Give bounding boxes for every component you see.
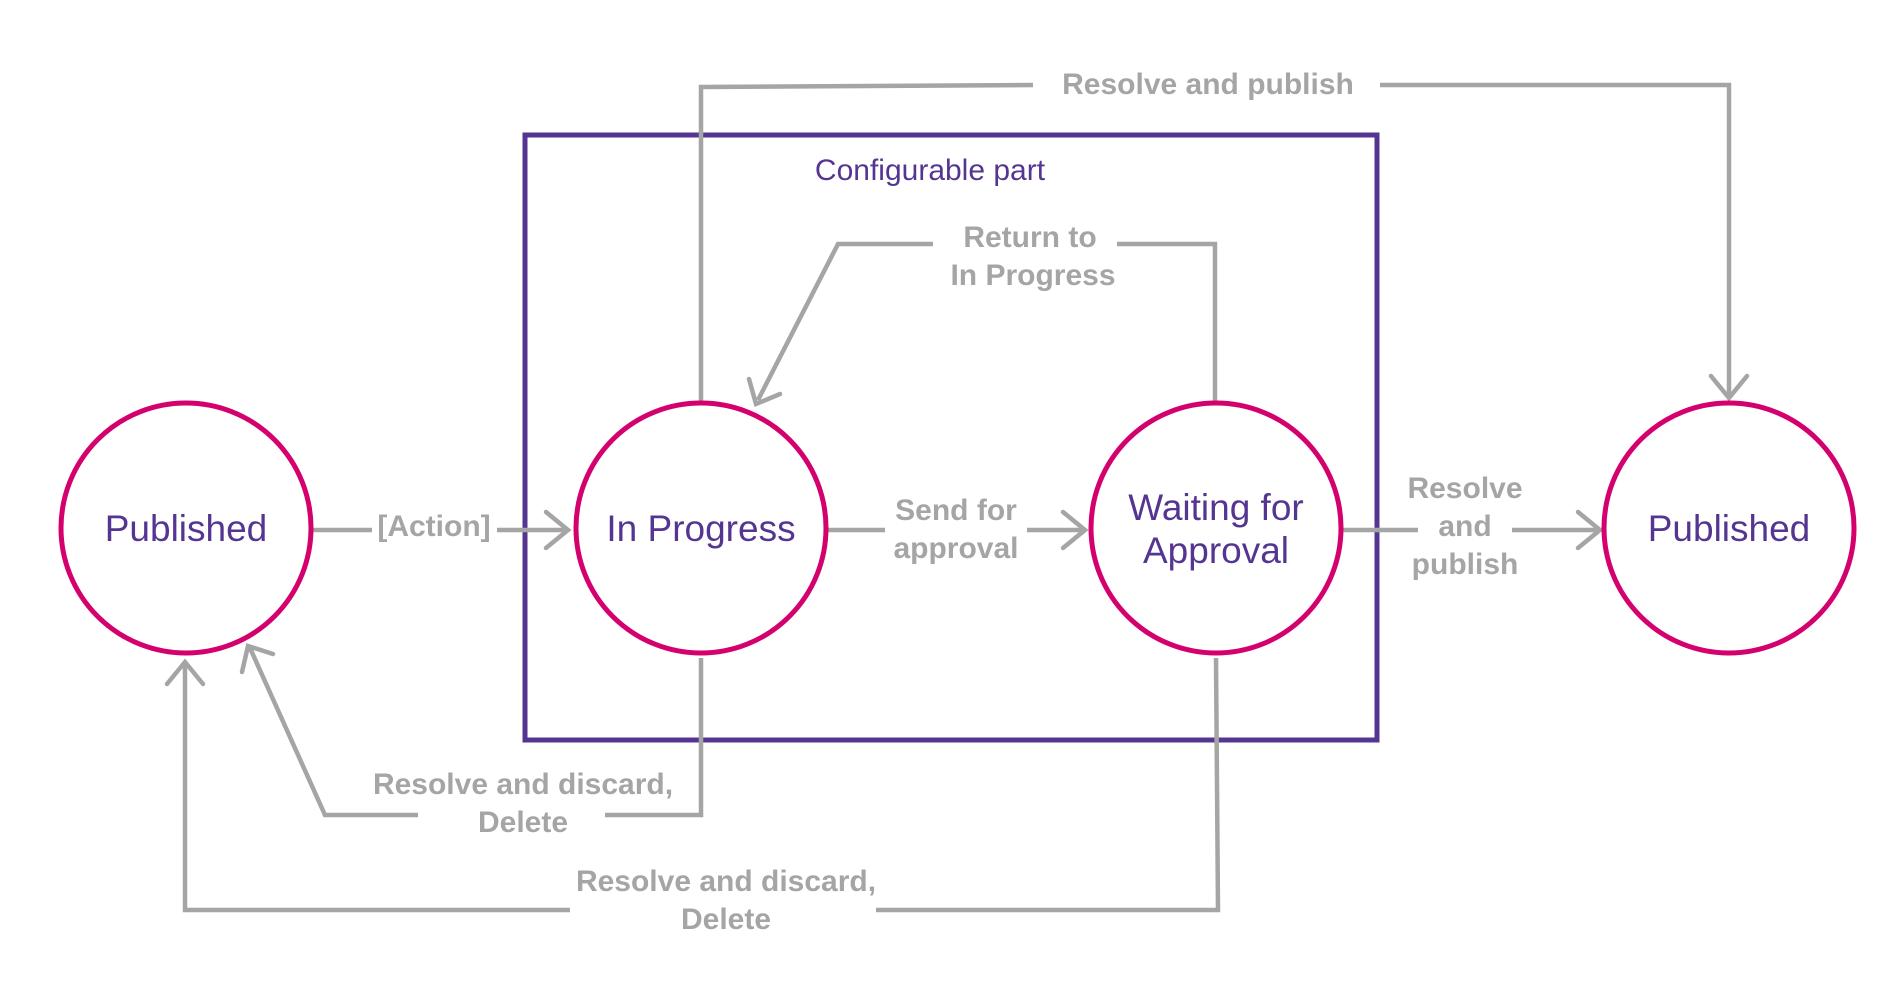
- discard-in-progress-label-line2: Delete: [478, 806, 568, 839]
- state-in-progress: In Progress: [573, 400, 829, 656]
- discard-waiting-label-line2: Delete: [681, 903, 771, 936]
- arrowhead-discard-from-in-progress: [239, 643, 276, 675]
- state-published-start-label: Published: [105, 508, 268, 549]
- edge-resolve-publish-right: Resolve and publish: [1340, 472, 1604, 581]
- resolve-publish-top-label: Resolve and publish: [1062, 68, 1354, 101]
- state-published-end-label: Published: [1648, 508, 1811, 549]
- edge-return-to-in-progress: Return to In Progress: [746, 221, 1218, 408]
- send-for-approval-label-line2: approval: [893, 532, 1018, 565]
- resolve-publish-right-label-line2: and: [1438, 510, 1491, 543]
- arrowhead-send-for-approval: [1060, 509, 1089, 551]
- state-in-progress-label: In Progress: [606, 508, 795, 549]
- discard-in-progress-label-line1: Resolve and discard,: [373, 768, 673, 801]
- arrowhead-resolve-publish-right: [1575, 509, 1604, 551]
- configurable-part-label: Configurable part: [815, 154, 1046, 187]
- arrowhead-resolve-publish-top: [1708, 373, 1750, 402]
- edge-resolve-publish-top: Resolve and publish: [698, 68, 1750, 402]
- discard-waiting-label-line1: Resolve and discard,: [576, 865, 876, 898]
- state-waiting-label-line1: Waiting for: [1128, 487, 1303, 528]
- return-label-line2: In Progress: [950, 259, 1115, 292]
- arrowhead-discard-from-waiting: [164, 658, 206, 687]
- action-label: [Action]: [377, 510, 490, 543]
- arrowhead-return: [746, 376, 783, 408]
- edge-discard-from-in-progress: Resolve and discard, Delete: [239, 643, 704, 839]
- send-for-approval-label-line1: Send for: [895, 494, 1017, 527]
- state-waiting-for-approval: Waiting for Approval: [1088, 400, 1344, 656]
- configurable-part-box: [522, 132, 1380, 743]
- edge-action: [Action]: [310, 509, 572, 551]
- resolve-publish-right-label-line1: Resolve: [1407, 472, 1522, 505]
- state-published-end: Published: [1601, 400, 1857, 656]
- state-waiting-label-line2: Approval: [1143, 530, 1289, 571]
- edge-send-for-approval: Send for approval: [825, 494, 1089, 565]
- edge-discard-from-waiting: Resolve and discard, Delete: [164, 657, 1221, 936]
- arrowhead-action: [543, 509, 572, 551]
- resolve-publish-right-label-line3: publish: [1412, 548, 1519, 581]
- state-published-start: Published: [58, 400, 314, 656]
- return-label-line1: Return to: [963, 221, 1096, 254]
